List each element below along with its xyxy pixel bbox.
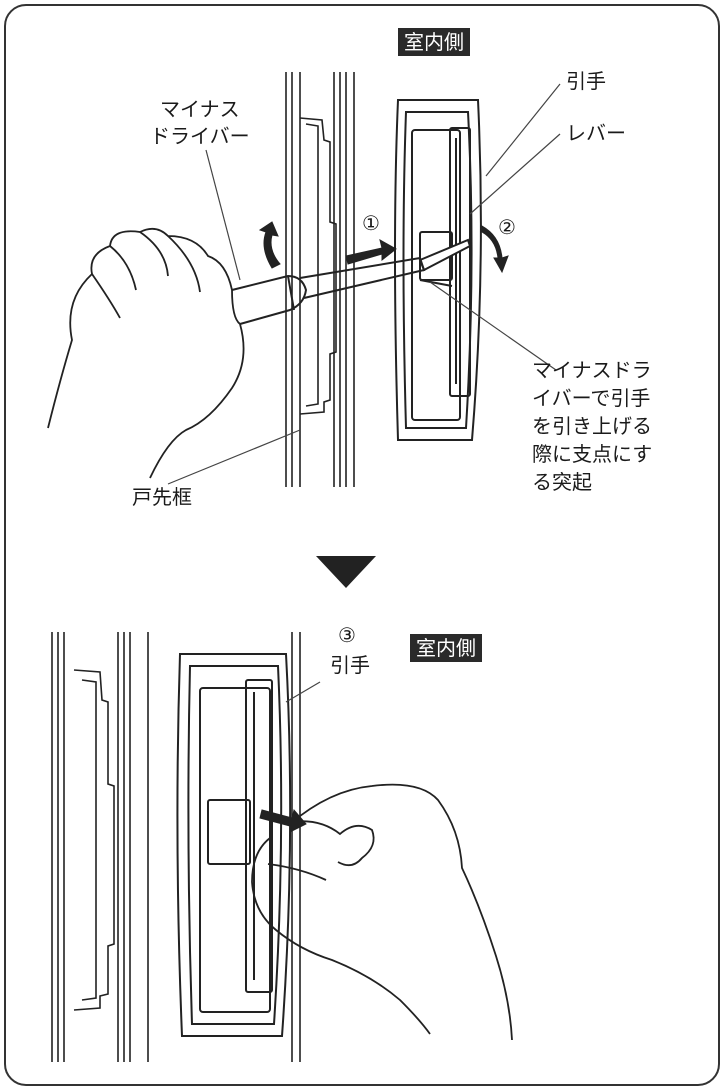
arrow-rotate-left <box>258 221 281 269</box>
figure-frame <box>4 4 720 1086</box>
label-fulcrum-protrusion: マイナスドラ イバーで引手 を引き上げる 際に支点にす る突起 <box>532 358 653 494</box>
hand-top <box>47 227 245 479</box>
pull-handle-top <box>394 99 482 441</box>
label-door-frame: 戸先框 <box>132 485 192 509</box>
label-handle-bottom: 引手 <box>330 653 370 677</box>
hand-bottom <box>251 783 513 1041</box>
indoor-side-badge-bottom: 室内側 <box>410 634 482 662</box>
indoor-side-badge: 室内側 <box>398 28 470 56</box>
step-2-marker: ② <box>498 215 516 239</box>
pull-handle-bottom <box>176 653 292 1037</box>
step-3-marker: ③ <box>338 623 356 647</box>
arrow-step-3 <box>259 808 307 833</box>
leader-lines-top <box>167 83 561 485</box>
screwdriver <box>231 238 472 325</box>
label-screwdriver: マイナス ドライバー <box>150 97 250 148</box>
arrows-top <box>258 221 509 274</box>
leader-lines-bottom <box>285 681 321 703</box>
down-triangle <box>316 556 376 588</box>
arrow-step-1 <box>345 238 397 265</box>
arrow-step-2 <box>481 225 509 274</box>
door-frame-top <box>285 72 355 487</box>
step-1-marker: ① <box>362 211 380 235</box>
label-lever: レバー <box>566 121 626 145</box>
label-handle: 引手 <box>566 69 606 93</box>
door-frame-bottom <box>51 632 301 1062</box>
